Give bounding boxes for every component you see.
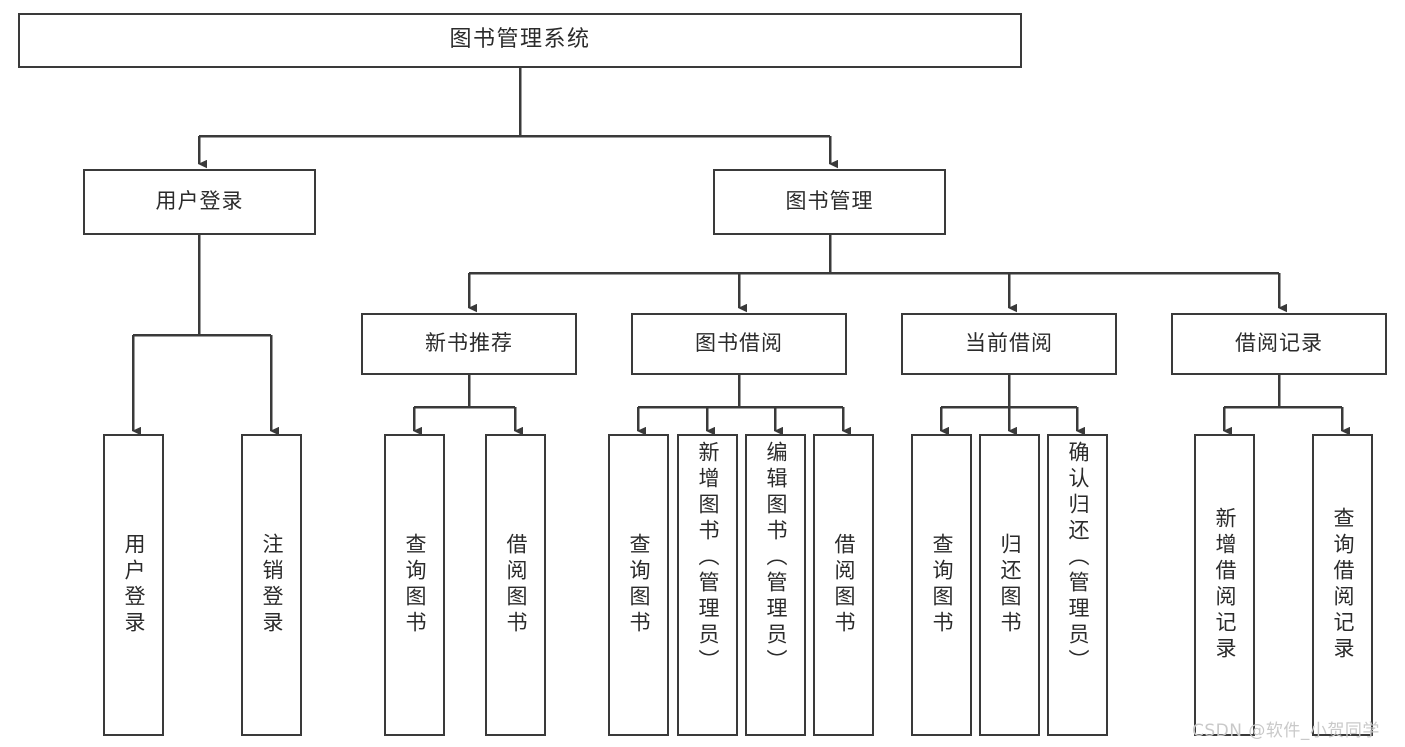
leaf-label: 确认归还（管理员）	[1066, 441, 1090, 675]
node-leaf-borrow-book-1[interactable]: 借阅图书	[485, 434, 546, 736]
node-new-book-rec[interactable]: 新书推荐	[361, 313, 577, 375]
node-book-manage[interactable]: 图书管理	[713, 169, 946, 235]
leaf-label: 注销登录	[260, 533, 284, 637]
leaf-label: 归还图书	[998, 533, 1022, 637]
node-user-login[interactable]: 用户登录	[83, 169, 316, 235]
node-root[interactable]: 图书管理系统	[18, 13, 1022, 68]
node-leaf-query-book-1[interactable]: 查询图书	[384, 434, 445, 736]
node-leaf-borrow-book-2[interactable]: 借阅图书	[813, 434, 874, 736]
node-leaf-user-login[interactable]: 用户登录	[103, 434, 164, 736]
node-leaf-query-book-2[interactable]: 查询图书	[608, 434, 669, 736]
node-leaf-query-book-3[interactable]: 查询图书	[911, 434, 972, 736]
csdn-watermark: CSDN @软件_小贺同学	[1192, 721, 1380, 741]
node-leaf-edit-book[interactable]: 编辑图书（管理员）	[745, 434, 806, 736]
leaf-label: 查询借阅记录	[1331, 507, 1355, 663]
node-leaf-return-book[interactable]: 归还图书	[979, 434, 1040, 736]
node-leaf-confirm-return[interactable]: 确认归还（管理员）	[1047, 434, 1108, 736]
node-current-borrow[interactable]: 当前借阅	[901, 313, 1117, 375]
leaf-label: 查询图书	[930, 533, 954, 637]
leaf-label: 新增借阅记录	[1213, 507, 1237, 663]
leaf-label: 新增图书（管理员）	[696, 441, 720, 675]
leaf-label: 编辑图书（管理员）	[764, 441, 788, 675]
node-leaf-add-record[interactable]: 新增借阅记录	[1194, 434, 1255, 736]
node-leaf-add-book[interactable]: 新增图书（管理员）	[677, 434, 738, 736]
leaf-label: 借阅图书	[504, 533, 528, 637]
node-leaf-query-record[interactable]: 查询借阅记录	[1312, 434, 1373, 736]
leaf-label: 查询图书	[403, 533, 427, 637]
node-borrow-record[interactable]: 借阅记录	[1171, 313, 1387, 375]
node-leaf-user-logout[interactable]: 注销登录	[241, 434, 302, 736]
leaf-label: 查询图书	[627, 533, 651, 637]
leaf-label: 借阅图书	[832, 533, 856, 637]
node-book-borrow[interactable]: 图书借阅	[631, 313, 847, 375]
leaf-label: 用户登录	[122, 533, 146, 637]
